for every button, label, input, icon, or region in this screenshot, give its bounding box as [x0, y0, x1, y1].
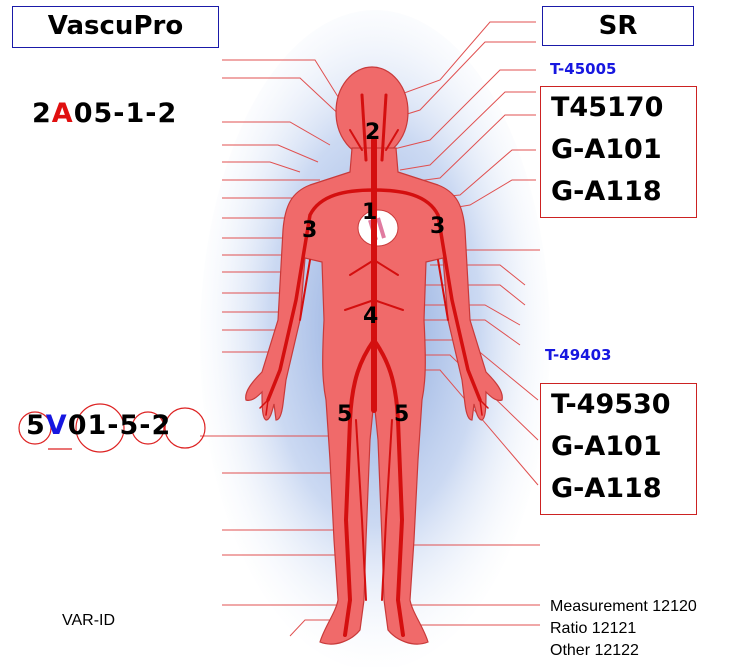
legend: Measurement 12120 Ratio 12121 Other 1212… [550, 596, 697, 662]
vein-code-part2: 01 [68, 410, 108, 441]
upper-group-box: T45170 G-A101 G-A118 [540, 86, 697, 218]
lower-group-item: T-49530 [541, 384, 696, 426]
sr-title: SR [599, 11, 638, 41]
upper-group-item: G-A101 [541, 129, 696, 171]
vein-code: 5V01-5-2 [26, 410, 171, 441]
region-label-right-arm: 3 [302, 218, 317, 243]
lower-group-box: T-49530 G-A101 G-A118 [540, 383, 697, 515]
upper-group-item: G-A118 [541, 171, 696, 213]
artery-code: 2A05-1-2 [32, 98, 177, 129]
app-title-box: VascuPro [12, 6, 219, 48]
region-label-left-leg: 5 [394, 402, 409, 427]
sr-title-box: SR [542, 6, 694, 46]
upper-group-header: T-45005 [550, 60, 616, 78]
vein-code-part1: 5 [26, 410, 46, 441]
region-label-head: 2 [365, 120, 380, 145]
vein-code-highlight: V [46, 410, 68, 441]
region-label-left-arm: 3 [430, 214, 445, 239]
legend-item: Other 12122 [550, 640, 697, 662]
region-label-abdomen: 4 [363, 304, 378, 329]
artery-code-suffix: 05-1-2 [74, 98, 178, 129]
lower-group-item: G-A101 [541, 426, 696, 468]
vein-code-part6: 2 [152, 410, 172, 441]
upper-group-item: T45170 [541, 87, 696, 129]
legend-item: Measurement 12120 [550, 596, 697, 618]
artery-code-prefix: 2 [32, 98, 52, 129]
vein-code-part4: 5 [120, 410, 140, 441]
legend-item: Ratio 12121 [550, 618, 697, 640]
lower-group-item: G-A118 [541, 468, 696, 510]
var-id-label: VAR-ID [62, 612, 115, 630]
app-title: VascuPro [48, 11, 183, 41]
vein-code-part3: - [107, 410, 119, 441]
vein-code-part5: - [139, 410, 151, 441]
region-label-right-leg: 5 [337, 402, 352, 427]
lower-group-header: T-49403 [545, 346, 611, 364]
region-label-heart: 1 [362, 200, 377, 225]
artery-code-highlight: A [52, 98, 74, 129]
